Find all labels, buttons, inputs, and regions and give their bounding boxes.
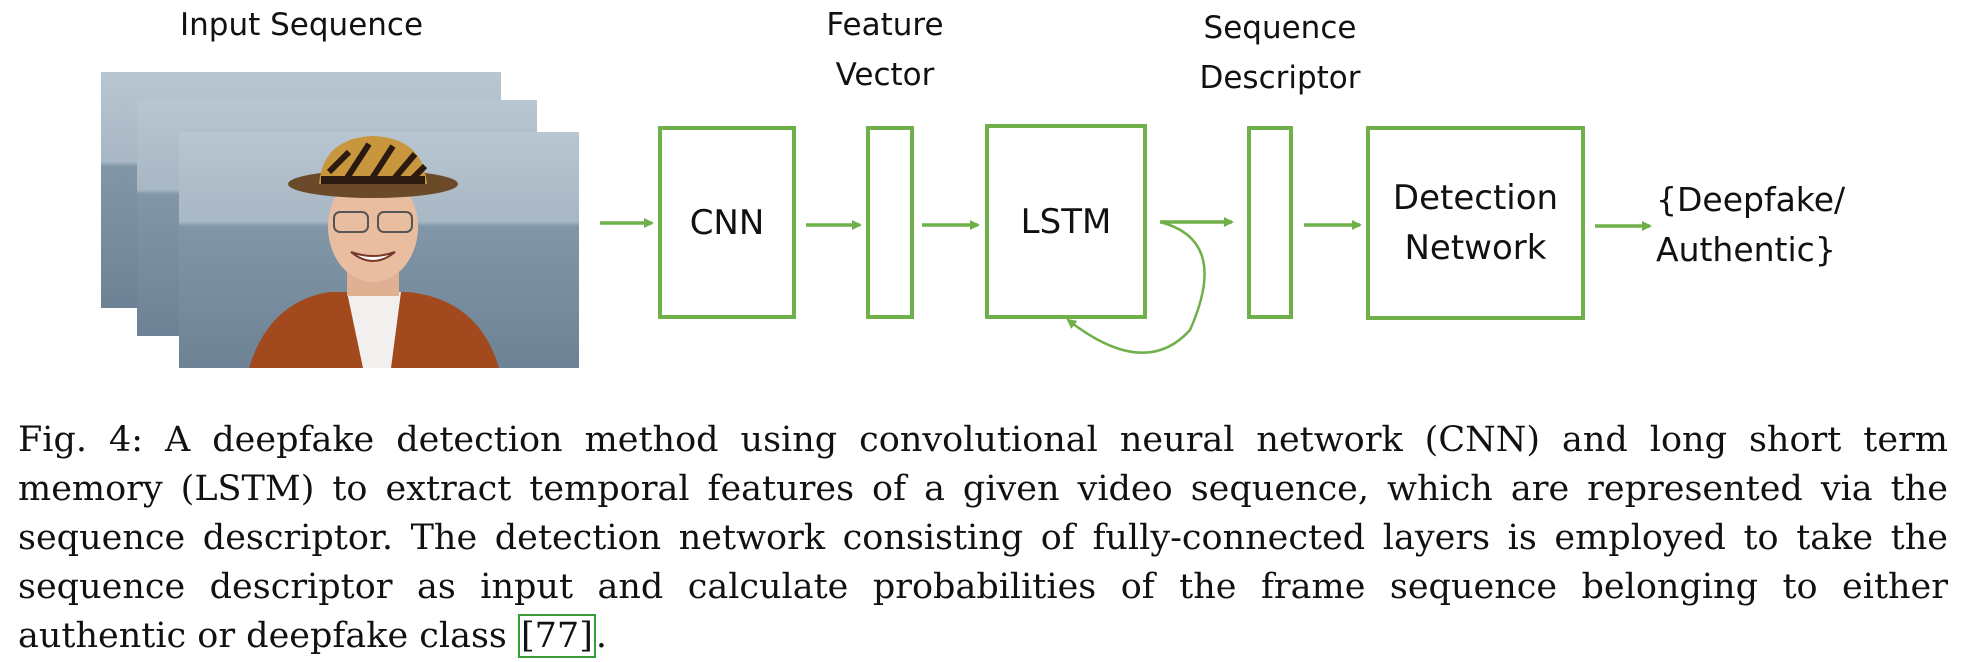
detection-network-label-line2: Network — [1404, 228, 1547, 268]
feature-vector-label: Feature Vector — [800, 0, 970, 100]
figure-caption: Fig. 4: A deepfake detection method usin… — [18, 416, 1948, 661]
caption-text: A deepfake detection method using convol… — [18, 420, 1948, 656]
feature-vector-label-line2: Vector — [835, 57, 935, 93]
lstm-box: LSTM — [985, 124, 1147, 319]
detection-network-label-line1: Detection — [1392, 178, 1559, 218]
cnn-box: CNN — [658, 126, 796, 319]
output-label-line1: {Deepfake/ — [1656, 180, 1846, 219]
caption-suffix: . — [595, 616, 607, 656]
sequence-descriptor-box — [1247, 126, 1293, 319]
output-label: {Deepfake/ Authentic} — [1656, 175, 1845, 275]
input-frame-front — [179, 132, 579, 368]
lstm-recurrent-loop — [1066, 220, 1206, 354]
output-label-line2: Authentic} — [1656, 230, 1836, 269]
citation-link[interactable]: [77] — [518, 614, 596, 658]
lstm-label: LSTM — [1020, 201, 1112, 242]
feature-vector-box — [866, 126, 914, 319]
detection-network-box: Detection Network — [1366, 126, 1585, 320]
cnn-label: CNN — [689, 202, 765, 243]
caption-prefix: Fig. 4: — [18, 420, 144, 460]
feature-vector-label-line1: Feature — [826, 7, 944, 43]
input-sequence-label: Input Sequence — [180, 7, 424, 43]
diagram-arrows — [600, 217, 1652, 354]
sequence-descriptor-label-line1: Sequence — [1203, 10, 1357, 46]
sequence-descriptor-label-line2: Descriptor — [1199, 60, 1361, 96]
sequence-descriptor-label: Sequence Descriptor — [1180, 3, 1380, 103]
person-photo — [249, 136, 499, 368]
